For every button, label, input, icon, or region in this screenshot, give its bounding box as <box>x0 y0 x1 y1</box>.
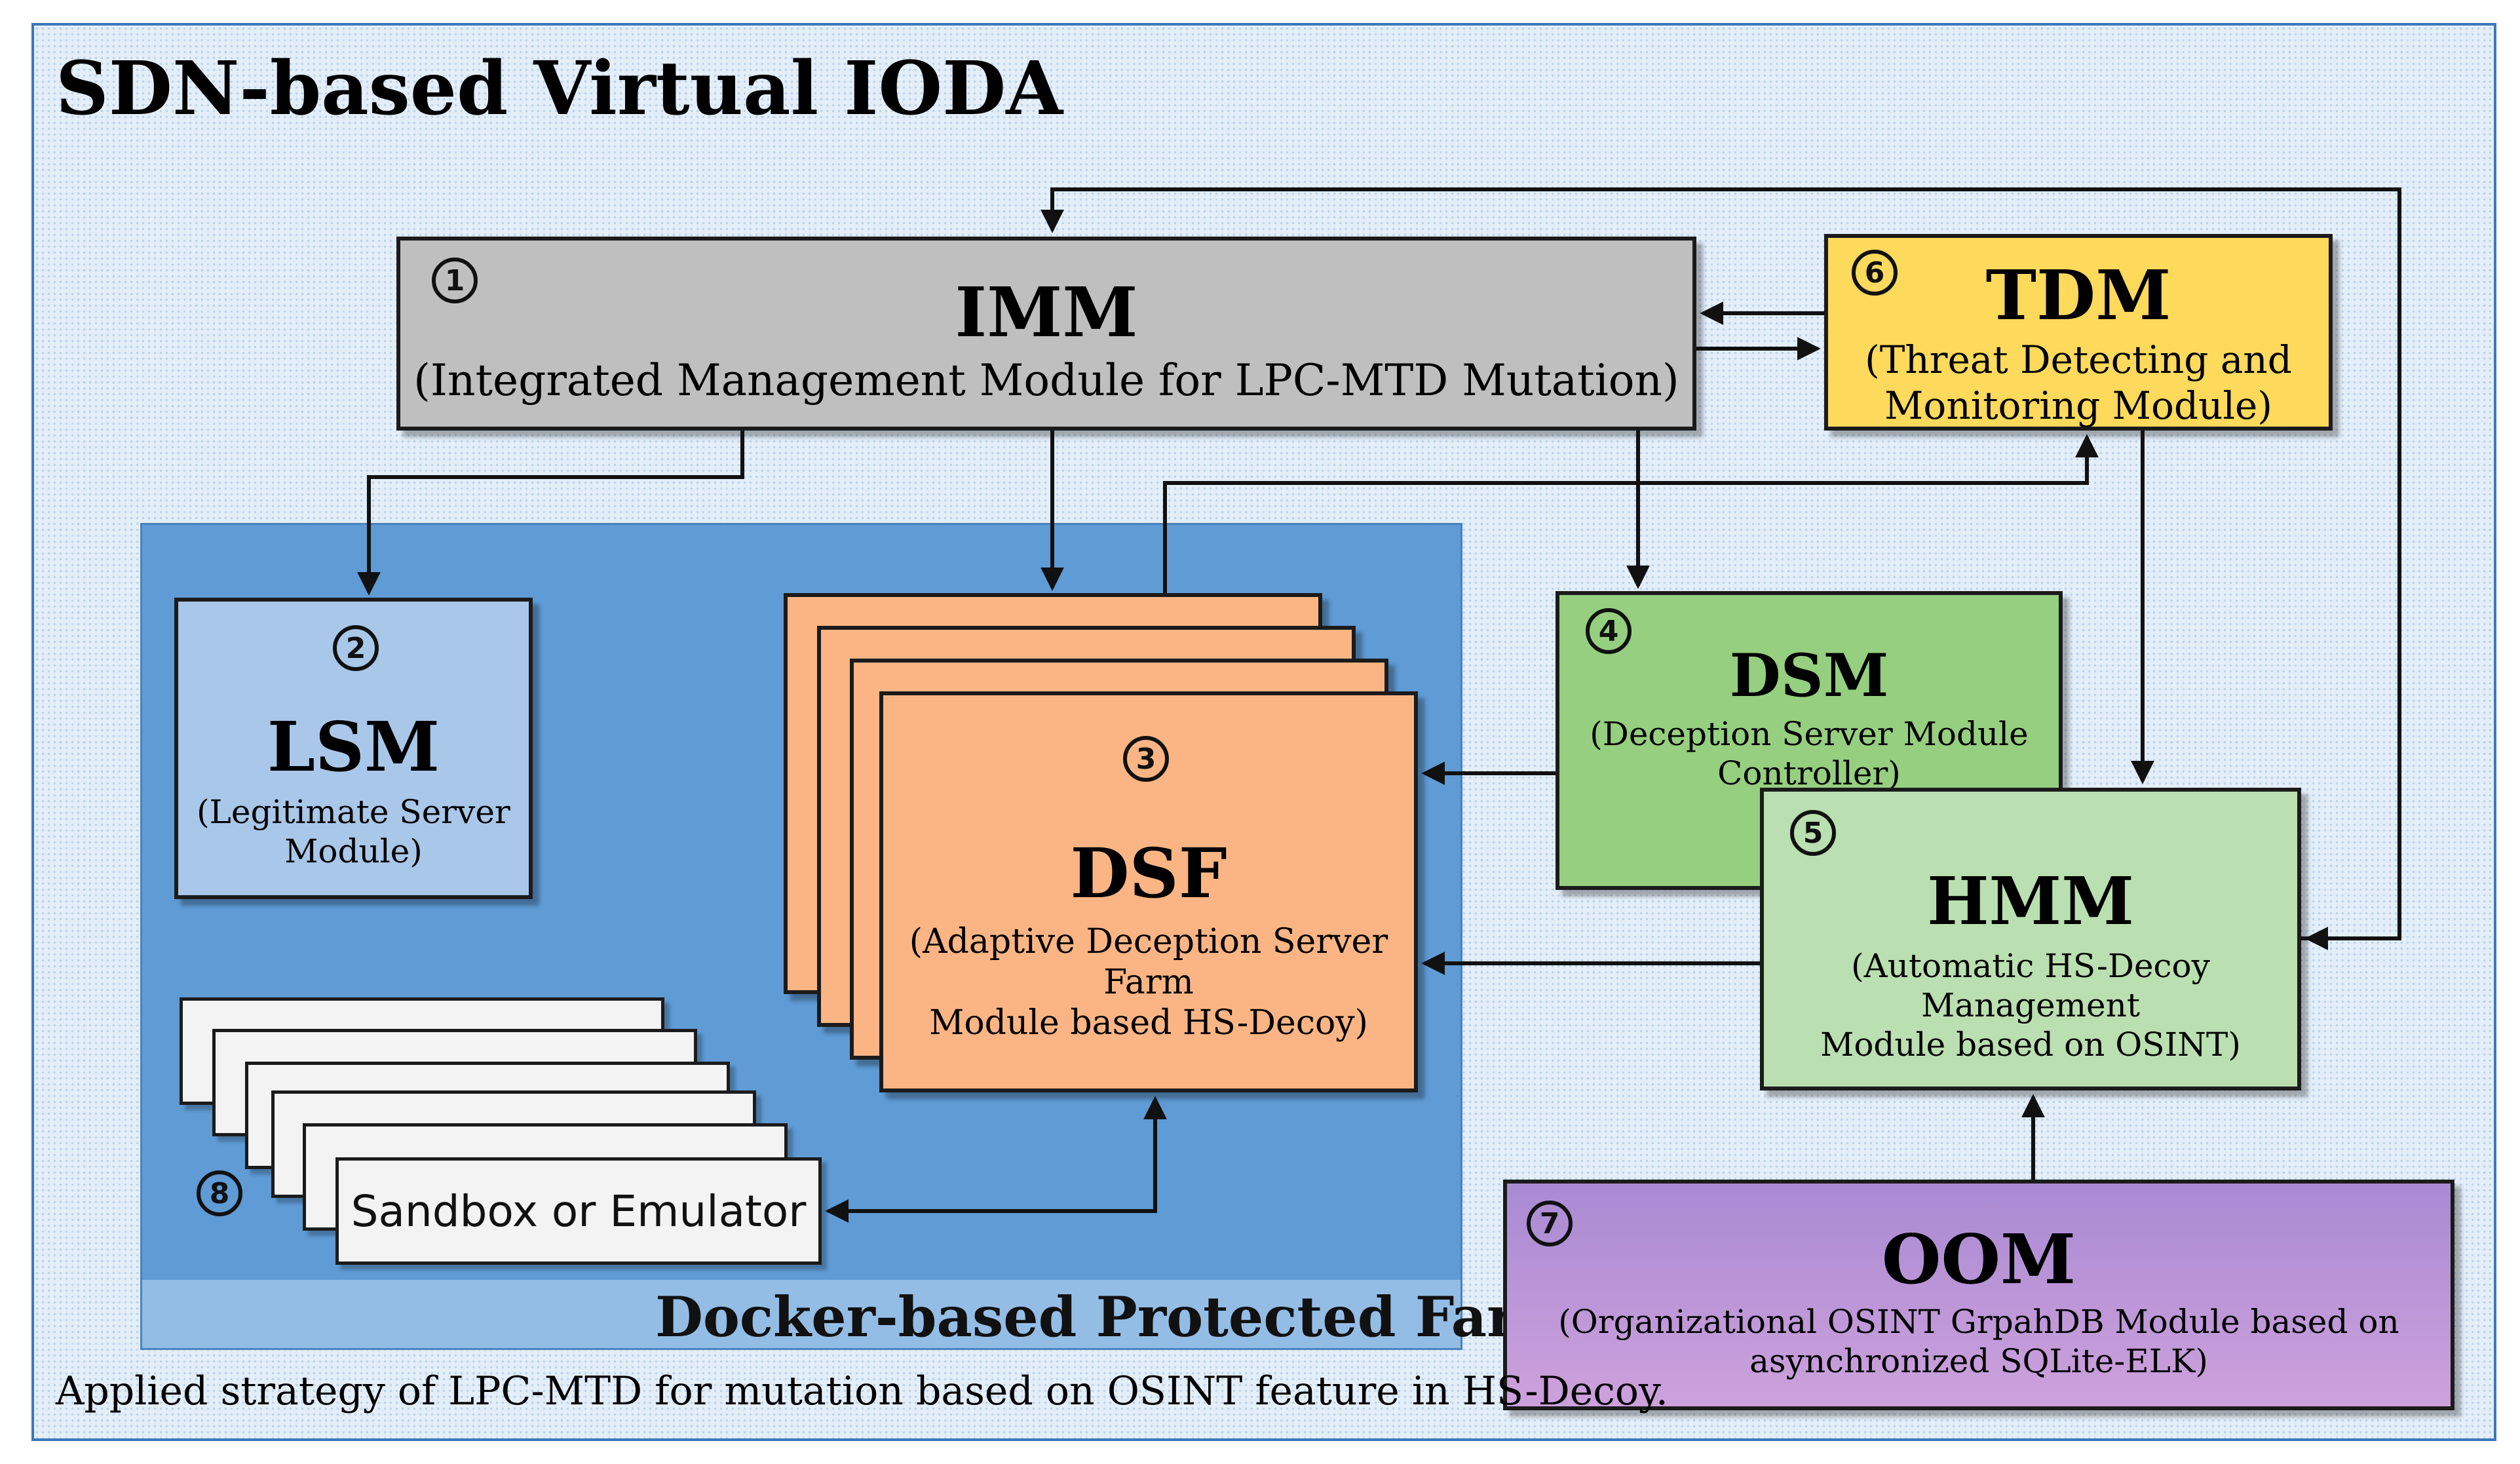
lsm-title: LSM <box>267 706 440 787</box>
docker-farm-label-strip <box>142 1280 1460 1348</box>
sandbox-number-badge: 8 <box>197 1170 242 1216</box>
figure-caption: Applied strategy of LPC-MTD for mutation… <box>56 1368 1668 1414</box>
imm-module: 1 IMM (Integrated Management Module for … <box>396 237 1696 431</box>
oom-number-badge: 7 <box>1527 1201 1573 1246</box>
lsm-number-badge: 2 <box>333 625 379 671</box>
hmm-subtitle-line2: Module based on OSINT) <box>1820 1026 2241 1064</box>
tdm-module: 6 TDM (Threat Detecting and Monitoring M… <box>1824 234 2333 431</box>
imm-subtitle: (Integrated Management Module for LPC-MT… <box>413 355 1679 406</box>
dsf-subtitle-line2: Module based HS-Decoy) <box>929 1003 1368 1043</box>
dsf-subtitle-line1: (Adaptive Deception Server Farm <box>909 922 1388 1002</box>
dsf-title: DSF <box>1070 833 1227 914</box>
docker-farm-label: Docker-based Protected Farm <box>655 1284 1575 1349</box>
diagram-title: SDN-based Virtual IODA <box>56 46 1063 132</box>
tdm-subtitle-line2: Monitoring Module) <box>1884 383 2272 428</box>
imm-title: IMM <box>955 272 1138 353</box>
dsm-title: DSM <box>1729 641 1889 710</box>
tdm-subtitle-line1: (Threat Detecting and <box>1865 337 2292 382</box>
imm-number-badge: 1 <box>432 258 478 303</box>
tdm-title: TDM <box>1985 255 2171 336</box>
tdm-number-badge: 6 <box>1852 250 1898 296</box>
arrow-dsf-to-tdm <box>1163 434 2099 593</box>
hmm-number-badge: 5 <box>1790 810 1836 856</box>
sandbox-box: Sandbox or Emulator <box>335 1157 822 1265</box>
oom-subtitle-line2: asynchronized SQLite-ELK) <box>1749 1342 2208 1380</box>
oom-module: 7 OOM (Organizational OSINT GrpahDB Modu… <box>1503 1180 2454 1410</box>
dsm-number-badge: 4 <box>1586 608 1632 654</box>
hmm-module: 5 HMM (Automatic HS-Decoy Management Mod… <box>1760 788 2301 1090</box>
hmm-title: HMM <box>1927 862 2134 940</box>
oom-subtitle-line1: (Organizational OSINT GrpahDB Module bas… <box>1558 1303 2399 1341</box>
arrow-sandbox-dsf <box>825 1096 1167 1223</box>
oom-title: OOM <box>1881 1219 2076 1300</box>
lsm-subtitle-line2: Module) <box>284 832 423 870</box>
dsf-module: 3 DSF (Adaptive Deception Server Farm Mo… <box>879 691 1418 1092</box>
hmm-subtitle-line1: (Automatic HS-Decoy Management <box>1851 947 2210 1024</box>
dsm-subtitle-line1: (Deception Server Module <box>1590 715 2029 753</box>
dsm-subtitle-line2: Controller) <box>1717 754 1901 792</box>
arrow-imm-to-lsm <box>357 431 744 596</box>
arrow-hmm-to-imm <box>1040 187 2401 940</box>
lsm-subtitle-line1: (Legitimate Server <box>197 793 510 831</box>
dsf-number-badge: 3 <box>1123 736 1169 782</box>
lsm-module: 2 LSM (Legitimate Server Module) <box>174 598 533 899</box>
